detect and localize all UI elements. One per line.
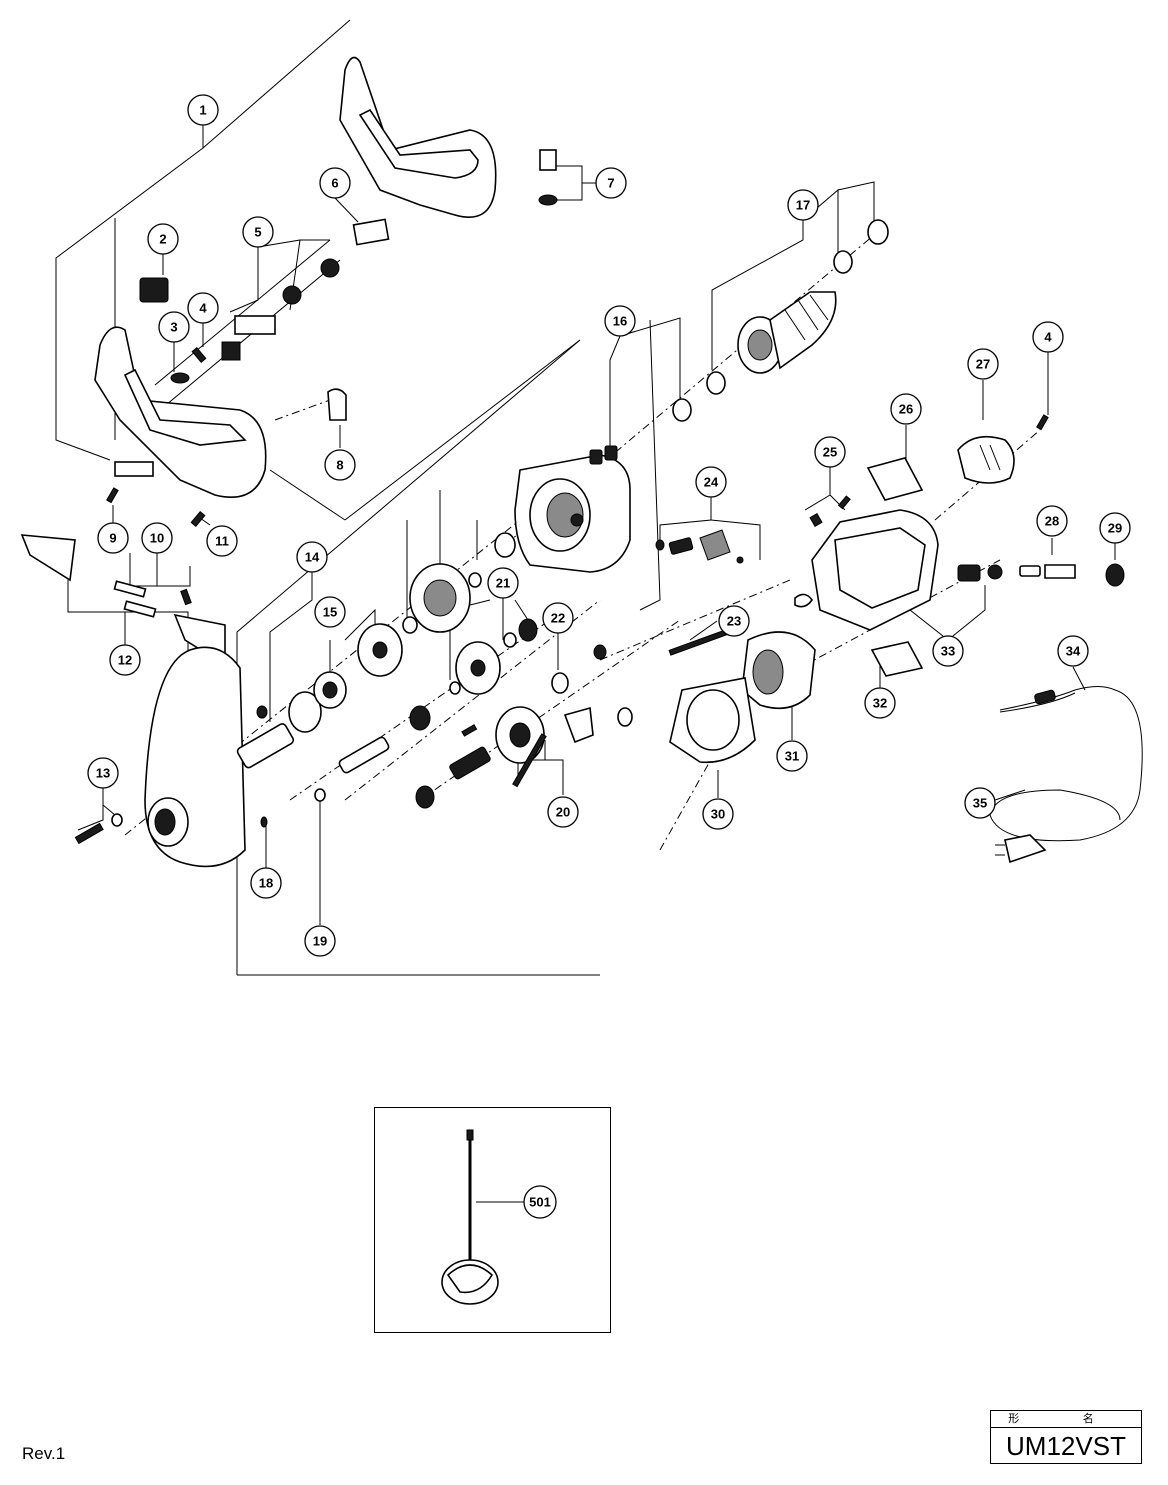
svg-text:32: 32	[873, 696, 887, 711]
callout-6: 6	[319, 167, 351, 199]
callout-34: 34	[1057, 635, 1089, 667]
callout-20: 20	[547, 796, 579, 828]
callout-18: 18	[250, 867, 282, 899]
svg-text:8: 8	[336, 458, 343, 473]
callout-28: 28	[1036, 505, 1068, 537]
parts-drawing	[20, 56, 1143, 1305]
svg-text:19: 19	[313, 934, 327, 949]
svg-text:28: 28	[1045, 514, 1059, 529]
callout-11: 11	[206, 525, 238, 557]
label-26	[866, 457, 924, 501]
label-plate	[352, 218, 390, 246]
svg-text:7: 7	[607, 176, 614, 191]
svg-text:23: 23	[727, 614, 741, 629]
callout-4b: 4	[1032, 321, 1064, 353]
svg-text:16: 16	[613, 314, 627, 329]
model-name-header: 形 名	[991, 1411, 1141, 1428]
switch	[139, 277, 169, 303]
svg-text:30: 30	[711, 807, 725, 822]
callout-501: 501	[523, 1185, 557, 1219]
callout-8: 8	[324, 449, 356, 481]
spindle	[236, 723, 295, 769]
callout-30: 30	[702, 798, 734, 830]
callout-9: 9	[97, 522, 129, 554]
svg-text:9: 9	[109, 531, 116, 546]
leader-lines	[55, 19, 1116, 1203]
svg-text:17: 17	[796, 198, 810, 213]
label-32	[870, 641, 924, 677]
svg-text:12: 12	[118, 653, 132, 668]
svg-text:4: 4	[199, 301, 207, 316]
callout-15: 15	[314, 596, 346, 628]
callout-25: 25	[814, 436, 846, 468]
svg-text:6: 6	[331, 176, 338, 191]
callout-16: 16	[604, 305, 636, 337]
revision-label: Rev.1	[22, 1444, 66, 1463]
svg-text:10: 10	[150, 531, 164, 546]
svg-text:26: 26	[899, 402, 913, 417]
svg-text:15: 15	[323, 605, 337, 620]
svg-text:501: 501	[529, 1195, 551, 1210]
callout-7: 7	[595, 167, 627, 199]
model-number: UM12VST	[1006, 1431, 1126, 1461]
callout-26: 26	[890, 393, 922, 425]
svg-text:27: 27	[976, 357, 990, 372]
svg-text:13: 13	[96, 766, 110, 781]
callout-32: 32	[864, 687, 896, 719]
callout-21: 21	[487, 567, 519, 599]
callout-1: 1	[187, 94, 219, 126]
svg-text:21: 21	[496, 576, 510, 591]
armature	[769, 291, 837, 370]
handle-bottom-half	[94, 326, 267, 499]
callout-31: 31	[776, 740, 808, 772]
callout-23: 23	[718, 605, 750, 637]
handle-top-half	[339, 56, 497, 218]
svg-text:11: 11	[215, 534, 229, 549]
svg-text:2: 2	[159, 232, 166, 247]
callout-22: 22	[542, 602, 574, 634]
callout-27: 27	[967, 348, 999, 380]
callout-14: 14	[296, 541, 328, 573]
svg-text:18: 18	[259, 876, 273, 891]
svg-text:34: 34	[1066, 644, 1081, 659]
callout-24: 24	[695, 466, 727, 498]
svg-text:25: 25	[823, 445, 837, 460]
accessory-inset-box	[374, 1107, 611, 1333]
callouts: 1 2 3 4 5 6 7 8 9 10 11 12 13 14 15 16 1…	[87, 94, 1131, 1219]
model-name-box: 形 名 UM12VST	[990, 1410, 1142, 1464]
svg-text:33: 33	[941, 644, 955, 659]
callout-35: 35	[964, 787, 996, 819]
svg-text:22: 22	[551, 611, 565, 626]
callout-17: 17	[787, 189, 819, 221]
svg-text:3: 3	[170, 320, 177, 335]
svg-text:14: 14	[305, 550, 320, 565]
svg-text:31: 31	[785, 749, 799, 764]
svg-text:5: 5	[254, 225, 261, 240]
callout-29: 29	[1099, 512, 1131, 544]
callout-12: 12	[109, 644, 141, 676]
svg-text:24: 24	[704, 475, 719, 490]
callout-2: 2	[147, 223, 179, 255]
power-cord	[989, 686, 1143, 842]
callout-5: 5	[242, 216, 274, 248]
svg-text:1: 1	[199, 103, 206, 118]
callout-10: 10	[141, 522, 173, 554]
callout-19: 19	[304, 925, 336, 957]
callout-4: 4	[187, 292, 219, 324]
callout-13: 13	[87, 757, 119, 789]
callout-33: 33	[932, 635, 964, 667]
svg-text:35: 35	[973, 796, 987, 811]
callout-3: 3	[158, 311, 190, 343]
svg-text:20: 20	[556, 805, 570, 820]
svg-text:29: 29	[1108, 521, 1122, 536]
svg-text:4: 4	[1044, 330, 1052, 345]
